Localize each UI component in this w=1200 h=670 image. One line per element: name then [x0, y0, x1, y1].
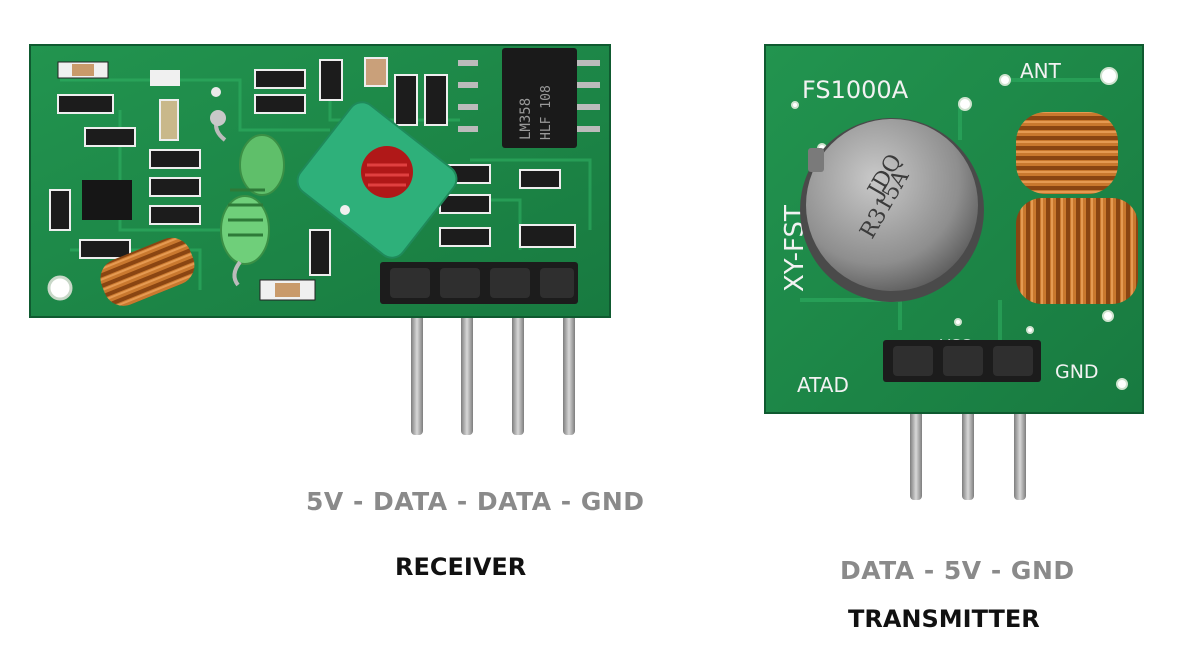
transmitter-saw-resonator: JDQ R315A: [800, 118, 984, 302]
transmitter-pins-label: DATA - 5V - GND: [840, 556, 1075, 585]
transmitter-gnd-pin-silk: GND: [1055, 361, 1099, 383]
receiver-smd-components: [49, 57, 576, 301]
receiver-chip-marking-1: LM358: [518, 98, 534, 140]
transmitter-ant-silk: ANT: [1020, 59, 1062, 83]
receiver-module: LM358 HLF 108: [29, 44, 611, 435]
receiver-pins: [411, 290, 575, 435]
receiver-opamp-chip: LM358 HLF 108: [458, 48, 600, 148]
transmitter-title: TRANSMITTER: [848, 605, 1040, 633]
receiver-transistor: [82, 180, 132, 220]
transmitter-model-silk: FS1000A: [802, 76, 909, 104]
receiver-copper-coil: [100, 237, 195, 306]
transmitter-copper-coils: [1016, 112, 1138, 304]
transmitter-module: FS1000A ANT XY-FST ATAD VCC GND JDQ R315…: [764, 44, 1144, 500]
receiver-title: RECEIVER: [395, 553, 527, 581]
transmitter-data-pin-silk: ATAD: [797, 373, 849, 397]
receiver-inductor: [210, 110, 285, 287]
receiver-trimmer-coil: [296, 101, 458, 259]
receiver-pins-label: 5V - DATA - DATA - GND: [306, 487, 645, 516]
receiver-chip-marking-2: HLF 108: [539, 85, 554, 140]
